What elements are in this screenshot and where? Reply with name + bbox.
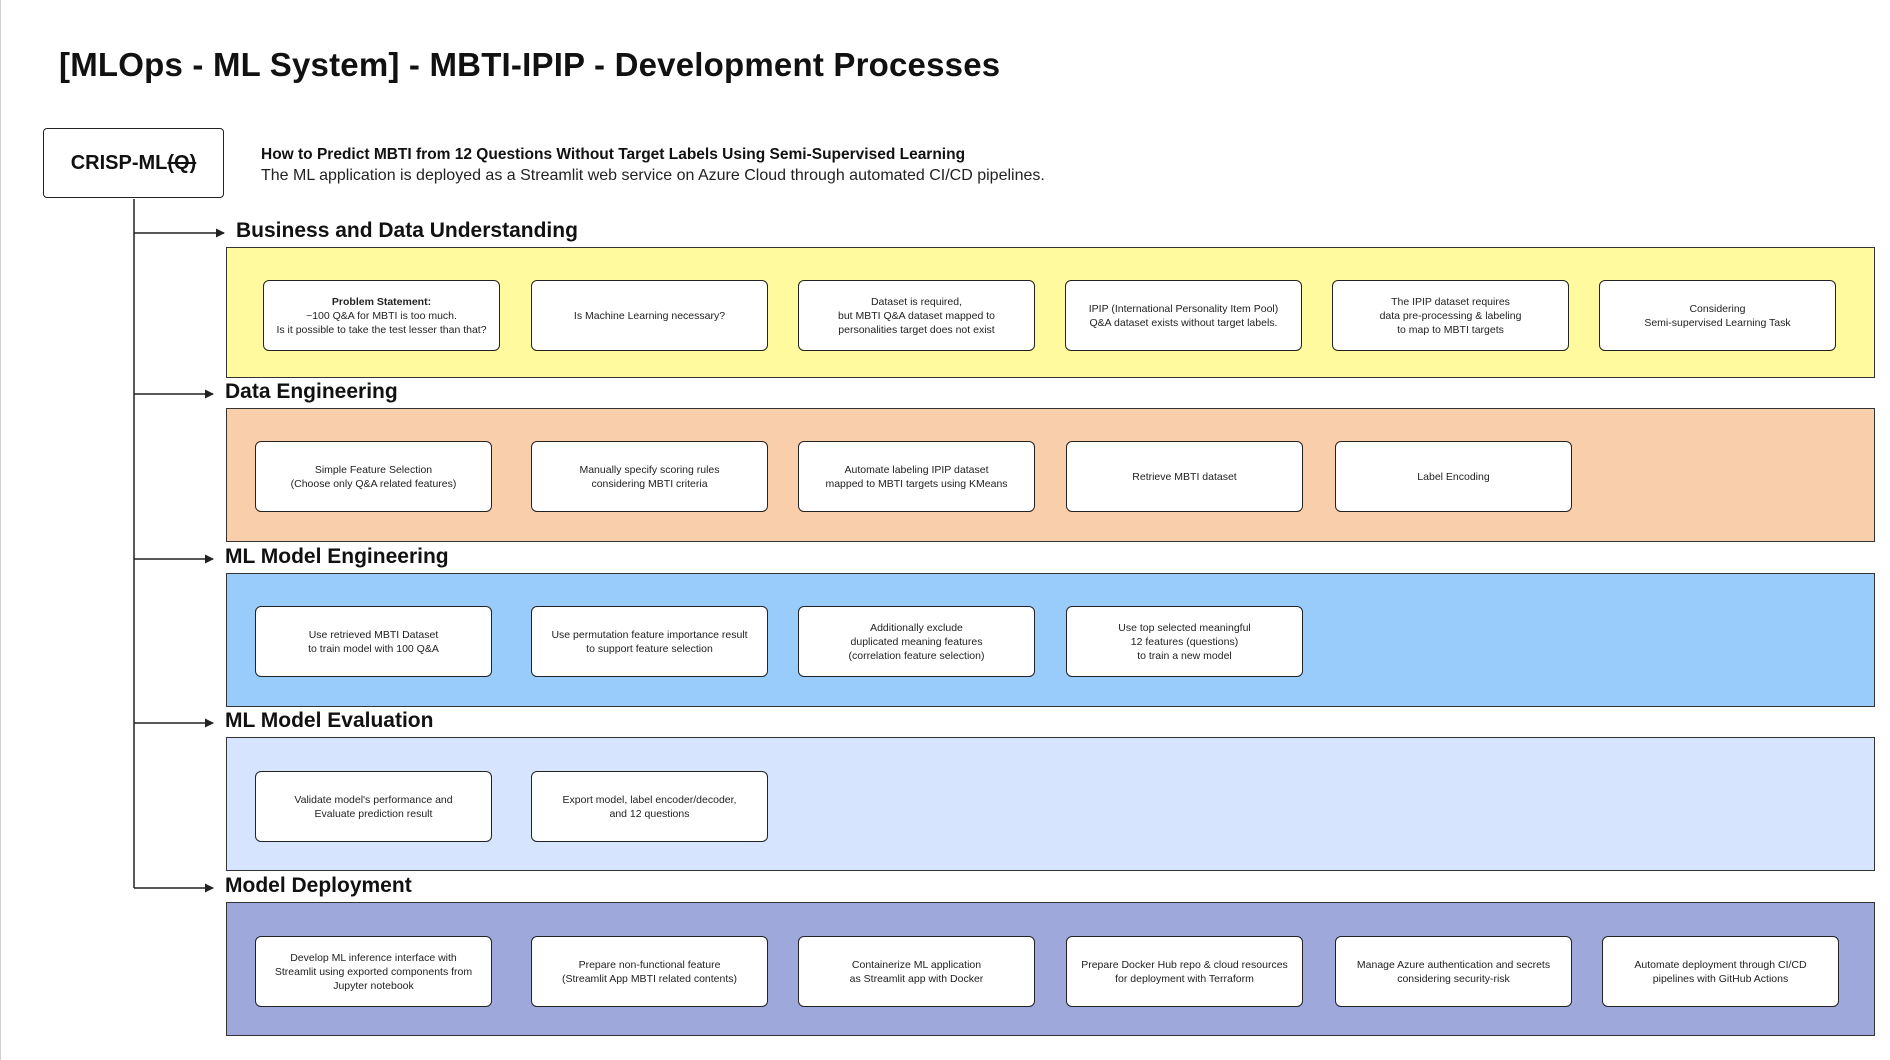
stage-heading-business-understanding: Business and Data Understanding bbox=[236, 219, 578, 242]
step-text: Prepare non-functional feature (Streamli… bbox=[562, 958, 737, 986]
step-label: Simple Feature Selection (Choose only Q&… bbox=[290, 463, 457, 490]
step-text: Containerize ML application as Streamlit… bbox=[850, 958, 984, 986]
step-text: Use retrieved MBTI Dataset to train mode… bbox=[308, 628, 439, 656]
stage-heading-data-engineering: Data Engineering bbox=[225, 380, 398, 403]
step-label: Develop ML inference interface with Stre… bbox=[274, 951, 473, 992]
step-text: Use top selected meaningful 12 features … bbox=[1118, 621, 1251, 663]
step-label: Manage Azure authentication and secrets … bbox=[1356, 958, 1551, 985]
step-text: Label Encoding bbox=[1417, 470, 1489, 484]
stage-heading-model-deployment: Model Deployment bbox=[225, 874, 412, 897]
step-data-engineering-5[interactable]: Label Encoding bbox=[1335, 441, 1572, 512]
step-model-engineering-1[interactable]: Use retrieved MBTI Dataset to train mode… bbox=[255, 606, 492, 677]
step-text: IPIP (International Personality Item Poo… bbox=[1089, 302, 1278, 330]
step-text: Automate deployment through CI/CD pipeli… bbox=[1634, 958, 1806, 986]
step-model-deployment-4[interactable]: Prepare Docker Hub repo & cloud resource… bbox=[1066, 936, 1303, 1007]
step-text: Manually specify scoring rules consideri… bbox=[579, 463, 719, 491]
step-text: Use permutation feature importance resul… bbox=[551, 628, 747, 656]
step-text: Export model, label encoder/decoder, and… bbox=[563, 793, 737, 821]
step-data-engineering-3[interactable]: Automate labeling IPIP dataset mapped to… bbox=[798, 441, 1035, 512]
step-text: Prepare Docker Hub repo & cloud resource… bbox=[1081, 958, 1288, 986]
step-label: Containerize ML application as Streamlit… bbox=[849, 958, 984, 985]
step-data-engineering-1[interactable]: Simple Feature Selection (Choose only Q&… bbox=[255, 441, 492, 512]
stage-heading-model-evaluation: ML Model Evaluation bbox=[225, 709, 434, 732]
step-label: Dataset is required, but MBTI Q&A datase… bbox=[837, 295, 995, 336]
step-label: Prepare Docker Hub repo & cloud resource… bbox=[1081, 958, 1288, 985]
step-model-deployment-1[interactable]: Develop ML inference interface with Stre… bbox=[255, 936, 492, 1007]
step-model-evaluation-2[interactable]: Export model, label encoder/decoder, and… bbox=[531, 771, 768, 842]
step-model-evaluation-1[interactable]: Validate model's performance and Evaluat… bbox=[255, 771, 492, 842]
step-label: Considering Semi-supervised Learning Tas… bbox=[1644, 302, 1791, 329]
step-label: Prepare non-functional feature (Streamli… bbox=[561, 958, 738, 985]
step-label: The IPIP dataset requires data pre-proce… bbox=[1379, 295, 1522, 336]
step-label: Is Machine Learning necessary? bbox=[573, 309, 726, 322]
step-label: Additionally exclude duplicated meaning … bbox=[848, 621, 985, 662]
step-model-deployment-3[interactable]: Containerize ML application as Streamlit… bbox=[798, 936, 1035, 1007]
step-data-engineering-2[interactable]: Manually specify scoring rules consideri… bbox=[531, 441, 768, 512]
page-title: [MLOps - ML System] - MBTI-IPIP - Develo… bbox=[59, 46, 1001, 83]
step-label: Automate deployment through CI/CD pipeli… bbox=[1634, 958, 1807, 985]
stage-panel-data-engineering bbox=[226, 408, 1875, 542]
intro-description: The ML application is deployed as a Stre… bbox=[261, 167, 1045, 184]
step-business-understanding-2[interactable]: Is Machine Learning necessary? bbox=[531, 280, 768, 351]
step-text: Considering Semi-supervised Learning Tas… bbox=[1644, 302, 1790, 330]
step-model-engineering-2[interactable]: Use permutation feature importance resul… bbox=[531, 606, 768, 677]
step-data-engineering-4[interactable]: Retrieve MBTI dataset bbox=[1066, 441, 1303, 512]
step-label: Manually specify scoring rules consideri… bbox=[579, 463, 720, 490]
step-model-deployment-2[interactable]: Prepare non-functional feature (Streamli… bbox=[531, 936, 768, 1007]
step-business-understanding-3[interactable]: Dataset is required, but MBTI Q&A datase… bbox=[798, 280, 1035, 351]
canvas-left-border bbox=[0, 0, 1, 1060]
step-label: Use retrieved MBTI Dataset to train mode… bbox=[308, 628, 439, 655]
step-model-engineering-3[interactable]: Additionally exclude duplicated meaning … bbox=[798, 606, 1035, 677]
stage-heading-model-engineering: ML Model Engineering bbox=[225, 545, 449, 568]
step-label: ~100 Q&A for MBTI is too much. Is it pos… bbox=[276, 309, 487, 336]
step-label: Use permutation feature importance resul… bbox=[551, 628, 748, 655]
step-text: Simple Feature Selection (Choose only Q&… bbox=[291, 463, 457, 491]
step-label: Validate model's performance and Evaluat… bbox=[294, 793, 453, 820]
step-text: Problem Statement:~100 Q&A for MBTI is t… bbox=[276, 295, 486, 337]
root-label: CRISP-ML bbox=[70, 151, 168, 174]
step-model-deployment-5[interactable]: Manage Azure authentication and secrets … bbox=[1335, 936, 1572, 1007]
step-text: Manage Azure authentication and secrets … bbox=[1357, 958, 1550, 986]
step-model-engineering-4[interactable]: Use top selected meaningful 12 features … bbox=[1066, 606, 1303, 677]
step-label: IPIP (International Personality Item Poo… bbox=[1088, 302, 1279, 329]
step-label: Use top selected meaningful 12 features … bbox=[1118, 621, 1251, 662]
stage-panel-model-engineering bbox=[226, 573, 1875, 707]
step-business-understanding-6[interactable]: Considering Semi-supervised Learning Tas… bbox=[1599, 280, 1836, 351]
step-business-understanding-1[interactable]: Problem Statement:~100 Q&A for MBTI is t… bbox=[263, 280, 500, 351]
step-text: Is Machine Learning necessary? bbox=[574, 309, 725, 323]
step-text: Validate model's performance and Evaluat… bbox=[294, 793, 452, 821]
step-business-understanding-4[interactable]: IPIP (International Personality Item Poo… bbox=[1065, 280, 1302, 351]
step-label: Export model, label encoder/decoder, and… bbox=[562, 793, 737, 820]
step-label: Automate labeling IPIP dataset mapped to… bbox=[825, 463, 1008, 490]
root-node-crisp-ml[interactable]: CRISP-ML(Q) bbox=[43, 128, 224, 198]
intro-subtitle: How to Predict MBTI from 12 Questions Wi… bbox=[261, 146, 966, 163]
step-text: Automate labeling IPIP dataset mapped to… bbox=[825, 463, 1007, 491]
step-text: Develop ML inference interface with Stre… bbox=[275, 951, 472, 993]
stage-panel-model-deployment bbox=[226, 902, 1875, 1036]
step-text: The IPIP dataset requires data pre-proce… bbox=[1380, 295, 1522, 337]
stage-panel-model-evaluation bbox=[226, 737, 1875, 871]
root-label-strikethrough: (Q) bbox=[167, 151, 197, 174]
step-text: Additionally exclude duplicated meaning … bbox=[849, 621, 985, 663]
step-business-understanding-5[interactable]: The IPIP dataset requires data pre-proce… bbox=[1332, 280, 1569, 351]
step-label: Retrieve MBTI dataset bbox=[1132, 470, 1237, 483]
step-model-deployment-6[interactable]: Automate deployment through CI/CD pipeli… bbox=[1602, 936, 1839, 1007]
step-bold-label: Problem Statement: bbox=[331, 295, 432, 308]
step-text: Dataset is required, but MBTI Q&A datase… bbox=[838, 295, 995, 337]
step-label: Label Encoding bbox=[1417, 470, 1490, 483]
step-text: Retrieve MBTI dataset bbox=[1132, 470, 1236, 484]
